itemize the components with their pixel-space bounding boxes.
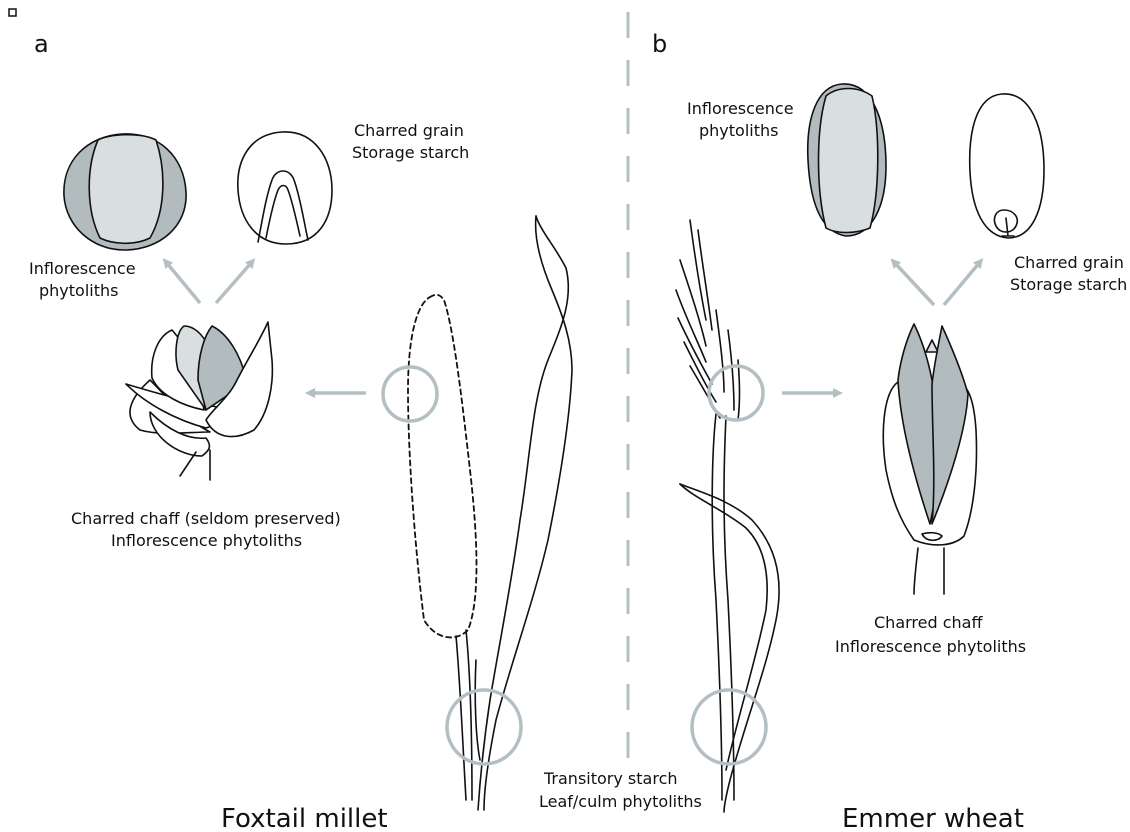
millet-chaff-label: Charred chaff (seldom preserved) Inflore… <box>71 509 346 550</box>
millet-phytolith-grain-drawing <box>64 134 186 250</box>
millet-phytolith-label: Inflorescence phytoliths <box>29 259 141 300</box>
arrow-to-emmer-phytolith <box>894 262 934 305</box>
emmer-charred-grain-drawing <box>970 94 1044 238</box>
emmer-phytolith-grain-drawing <box>808 84 886 236</box>
emmer-phytolith-label: Inflorescence phytoliths <box>687 99 799 140</box>
millet-panicle-drawing <box>408 295 477 800</box>
corner-marker <box>9 9 16 16</box>
stem-label: Transitory starch Leaf/culm phytoliths <box>539 769 702 811</box>
arrow-to-emmer-grain <box>944 262 980 305</box>
millet-grain-label: Charred grain Storage starch <box>352 121 469 162</box>
arrow-to-millet-phytolith <box>166 262 200 303</box>
emmer-ear-drawing <box>676 220 740 800</box>
millet-leaf-drawing <box>475 216 572 810</box>
emmer-culm-highlight-ring <box>692 690 766 764</box>
millet-species-name: Foxtail millet <box>221 804 388 832</box>
panel-a-letter: a <box>34 30 49 58</box>
millet-panicle-highlight-ring <box>383 367 437 421</box>
emmer-species-name: Emmer wheat <box>842 804 1024 832</box>
millet-spikelet-drawing <box>126 322 272 480</box>
arrow-to-millet-grain <box>216 262 252 303</box>
panel-b-letter: b <box>652 30 667 58</box>
emmer-chaff-label: Charred chaff Inflorescence phytoliths <box>835 613 1026 656</box>
emmer-spikelet-drawing <box>883 324 976 594</box>
emmer-grain-label: Charred grain Storage starch <box>1010 253 1129 294</box>
millet-charred-grain-drawing <box>238 132 332 244</box>
millet-culm-highlight-ring <box>447 690 521 764</box>
emmer-ear-highlight-ring <box>709 366 763 420</box>
